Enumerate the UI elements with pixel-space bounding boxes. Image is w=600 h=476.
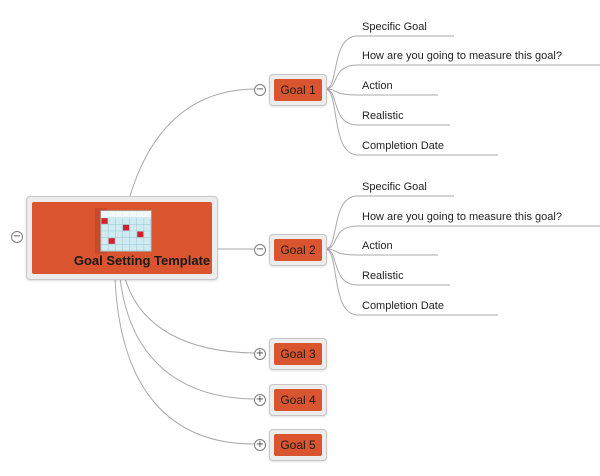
connector-goal-2-subtopic-4	[324, 248, 359, 286]
goal-5-label: Goal 5	[274, 434, 322, 456]
connector-central-goal-3	[124, 277, 255, 354]
central-topic-body: Goal Setting Template	[32, 202, 212, 274]
goal-5-expand-toggle[interactable]: +	[254, 439, 266, 451]
connector-goal-1-subtopic-2	[324, 64, 359, 90]
goal-3-topic[interactable]: Goal 3	[269, 338, 327, 370]
goal-1-subtopic-completion-date[interactable]: Completion Date	[362, 140, 444, 152]
goal-1-label: Goal 1	[274, 79, 322, 101]
goal-1-topic[interactable]: Goal 1	[269, 74, 327, 106]
goal-5-topic[interactable]: Goal 5	[269, 429, 327, 461]
central-topic[interactable]: Goal Setting Template	[26, 196, 218, 280]
connector-goal-1-subtopic-5	[324, 88, 359, 156]
goal-1-subtopic-action[interactable]: Action	[362, 80, 393, 92]
connector-central-goal-1	[129, 88, 255, 197]
goal-1-subtopic-realistic[interactable]: Realistic	[362, 110, 404, 122]
connector-central-goal-5	[114, 277, 255, 445]
goal-3-expand-toggle[interactable]: +	[254, 348, 266, 360]
goal-2-subtopic-realistic[interactable]: Realistic	[362, 270, 404, 282]
goal-1-subtopic-measure[interactable]: How are you going to measure this goal?	[362, 50, 562, 62]
goal-4-expand-toggle[interactable]: +	[254, 394, 266, 406]
goal-1-subtopic-specific-goal[interactable]: Specific Goal	[362, 21, 427, 33]
goal-2-collapse-toggle[interactable]: −	[254, 244, 266, 256]
goal-2-topic[interactable]: Goal 2	[269, 234, 327, 266]
goal-3-label: Goal 3	[274, 343, 322, 365]
connector-central-goal-4	[119, 277, 255, 400]
connector-goal-1-subtopic-1	[324, 35, 359, 90]
connector-goal-2-subtopic-1	[324, 195, 359, 250]
goal-2-subtopic-completion-date[interactable]: Completion Date	[362, 300, 444, 312]
goal-4-topic[interactable]: Goal 4	[269, 384, 327, 416]
connector-goal-2-subtopic-5	[324, 248, 359, 316]
goal-2-subtopic-specific-goal[interactable]: Specific Goal	[362, 181, 427, 193]
goal-1-collapse-toggle[interactable]: −	[254, 84, 266, 96]
connector-goal-1-subtopic-4	[324, 88, 359, 126]
goal-2-label: Goal 2	[274, 239, 322, 261]
central-topic-title: Goal Setting Template	[73, 253, 211, 268]
goal-2-subtopic-action[interactable]: Action	[362, 240, 393, 252]
central-collapse-toggle[interactable]: −	[11, 231, 23, 243]
goal-2-subtopic-measure[interactable]: How are you going to measure this goal?	[362, 211, 562, 223]
goal-4-label: Goal 4	[274, 389, 322, 411]
connector-goal-2-subtopic-2	[324, 225, 359, 250]
calendar-icon	[95, 208, 152, 254]
